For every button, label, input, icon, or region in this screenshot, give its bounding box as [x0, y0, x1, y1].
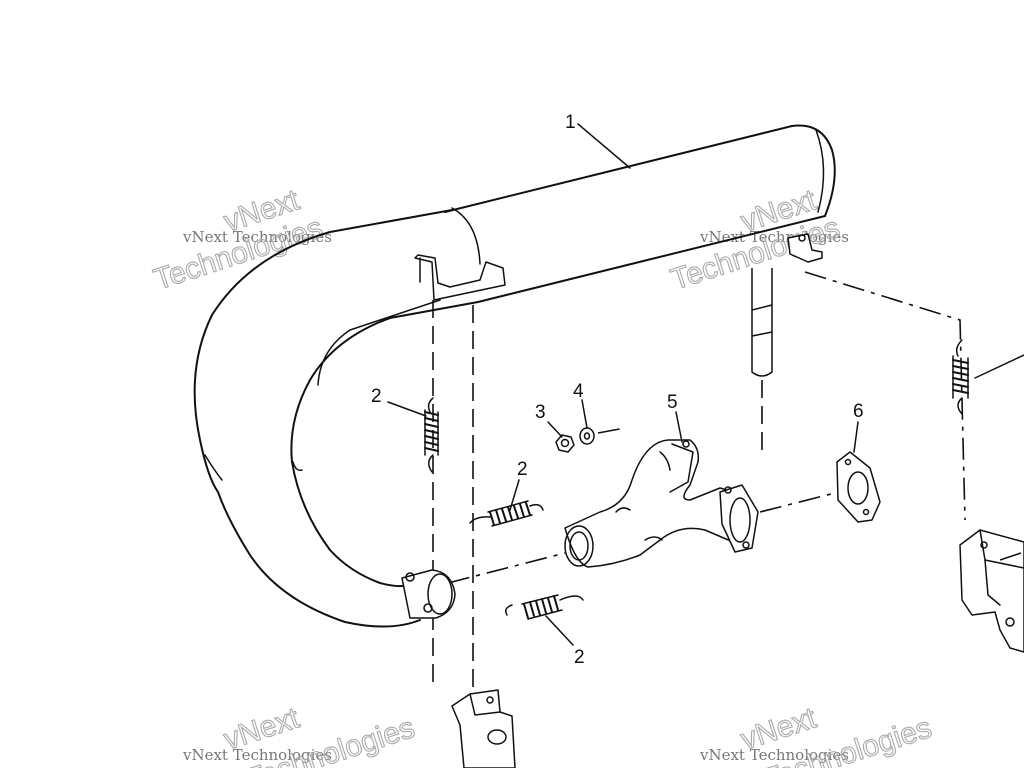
nut	[555, 434, 575, 453]
callout-4: 4	[573, 381, 584, 402]
callout-3: 3	[535, 402, 546, 423]
callout-2: 2	[574, 647, 585, 668]
exhaust-spring	[424, 397, 439, 473]
callout-1: 1	[565, 112, 576, 133]
watermark-text: vNext Technologies	[182, 228, 332, 246]
callout-labels: 1 2 2 2 3 4 5 6	[371, 112, 864, 668]
callout-2: 2	[371, 386, 382, 407]
exhaust-spring	[952, 339, 969, 415]
callout-2: 2	[517, 459, 528, 480]
exhaust-spring	[469, 500, 544, 527]
muffler-assembly	[193, 124, 836, 628]
watermark-text: vNext Technologies	[182, 746, 332, 764]
chassis-bracket	[959, 529, 1024, 653]
leader-lines	[387, 123, 1024, 646]
chassis-bracket	[451, 689, 516, 769]
watermark-text: vNext Technologies	[699, 746, 849, 764]
watermark-bottom-right: vNext Technologies vNext Technologies	[699, 701, 936, 773]
gasket	[836, 451, 881, 523]
watermark-text: vNext Technologies	[699, 228, 849, 246]
washer	[579, 427, 595, 445]
callout-6: 6	[853, 401, 864, 422]
assembly-centerlines	[432, 271, 966, 690]
exhaust-manifold	[564, 439, 759, 568]
watermark-bottom-left: vNext Technologies vNext Technologies	[182, 701, 419, 773]
exhaust-spring	[505, 594, 584, 620]
callout-5: 5	[667, 392, 678, 413]
